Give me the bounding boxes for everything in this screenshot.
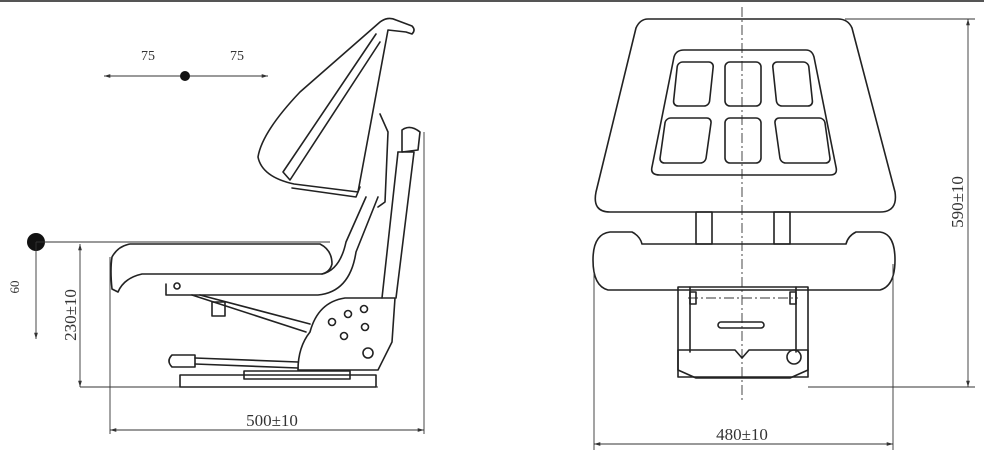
suspension-mechanism: [677, 286, 809, 379]
depth-dimension: 500±10: [109, 132, 425, 434]
drop-dimension-60: 60: [7, 233, 330, 339]
dim-offset-left: 75: [141, 49, 155, 64]
height-dimension: 590±10: [808, 18, 975, 388]
adjust-dimension-75-75: 75 75: [104, 49, 268, 81]
dim-seat-height: 230±10: [61, 289, 80, 341]
front-view: 590±10 480±10: [592, 7, 975, 450]
dim-drop: 60: [7, 281, 22, 294]
dim-width: 480±10: [716, 425, 768, 444]
seat-cushion-front: [592, 231, 896, 291]
seat-side-outline: [110, 17, 421, 388]
dim-height: 590±10: [948, 176, 967, 228]
width-dimension: 480±10: [593, 264, 894, 450]
dim-depth: 500±10: [246, 411, 298, 430]
backrest-front: [594, 18, 897, 213]
dim-offset-right: 75: [230, 49, 244, 64]
side-view: 75 75 60 230±10 500±10: [7, 17, 425, 434]
posts: [695, 211, 791, 245]
